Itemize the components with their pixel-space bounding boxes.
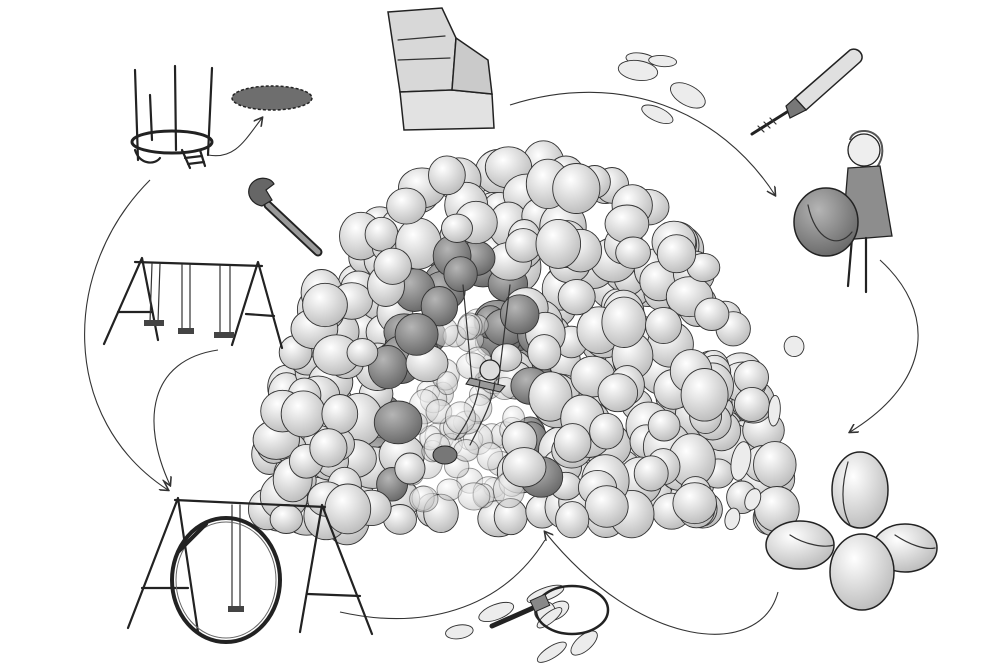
swing-set-icon xyxy=(102,256,284,350)
light-balloon xyxy=(733,386,770,423)
light-balloon xyxy=(445,401,476,435)
light-balloon xyxy=(364,216,399,252)
light-balloon xyxy=(753,441,797,489)
flow-arrow-cluster-to-dome xyxy=(545,532,779,635)
deflated-balloon xyxy=(767,395,781,427)
light-balloon xyxy=(321,394,359,434)
swing-frame-hoop-icon xyxy=(126,496,374,644)
flow-arrow-child-to-cluster xyxy=(850,259,919,432)
light-balloon xyxy=(505,228,542,263)
light-balloon xyxy=(436,371,458,396)
light-balloon xyxy=(589,412,624,450)
light-balloon xyxy=(501,447,547,488)
deflated-balloon xyxy=(478,601,515,623)
light-balloon xyxy=(584,485,629,528)
dark-balloon xyxy=(373,400,423,445)
adjustable-wrench-icon xyxy=(248,177,323,257)
light-balloon xyxy=(386,187,427,225)
light-balloon xyxy=(601,296,647,348)
deflated-balloon xyxy=(670,82,706,109)
child-holding-balloon-icon xyxy=(793,130,893,294)
light-balloon xyxy=(324,483,372,535)
dark-balloon xyxy=(443,256,478,292)
light-balloon xyxy=(615,236,651,269)
light-balloon xyxy=(555,501,590,539)
deflated-balloon xyxy=(783,335,805,358)
flow-arrow-hoop-to-dome xyxy=(339,539,546,620)
light-balloon xyxy=(553,423,592,463)
deflated-balloon xyxy=(617,59,659,81)
flow-arrow-swing-to-hoop xyxy=(153,349,219,485)
light-balloon xyxy=(672,482,717,525)
light-balloon xyxy=(552,163,601,214)
flow-arrow-box-to-child xyxy=(509,91,775,195)
zip-tie-icon xyxy=(489,584,610,636)
light-balloon xyxy=(280,390,326,438)
light-balloon xyxy=(428,155,466,196)
light-balloon xyxy=(557,278,596,316)
deflated-balloon xyxy=(536,607,563,629)
flow-arrows xyxy=(84,91,919,635)
light-balloon xyxy=(302,282,348,328)
deflated-balloon xyxy=(445,624,474,640)
deflated-balloon xyxy=(536,641,567,663)
light-balloon xyxy=(441,213,473,243)
light-balloon xyxy=(453,439,480,462)
balloon-cluster-icon xyxy=(765,451,938,611)
light-balloon xyxy=(604,204,650,244)
light-balloon xyxy=(633,455,669,492)
light-balloon xyxy=(645,306,682,345)
balloon-dome-fort-icon xyxy=(247,140,800,546)
light-balloon xyxy=(647,409,681,442)
dark-balloon xyxy=(499,294,540,335)
deflated-balloon xyxy=(730,441,752,481)
light-balloon xyxy=(680,368,729,422)
deflated-balloon xyxy=(648,54,678,68)
light-balloon xyxy=(528,371,573,422)
flow-arrow-frame-to-mat xyxy=(207,118,262,157)
light-balloon xyxy=(694,297,730,331)
light-balloon xyxy=(269,504,303,534)
trampoline-mat-icon xyxy=(231,85,313,111)
light-balloon xyxy=(535,218,582,269)
dark-balloon xyxy=(420,286,459,327)
light-balloon xyxy=(597,373,639,413)
light-balloon xyxy=(346,338,379,367)
light-balloon xyxy=(394,452,426,485)
balloon-pile-icon xyxy=(445,52,805,663)
flow-arrow-frame-to-hoop xyxy=(84,179,168,490)
light-balloon xyxy=(457,482,491,511)
light-balloon xyxy=(373,247,412,285)
light-balloon xyxy=(527,334,562,371)
cardboard-box-icon xyxy=(387,7,495,131)
light-balloon xyxy=(656,234,697,274)
light-balloon xyxy=(309,428,348,468)
light-balloon xyxy=(490,343,523,372)
light-balloon xyxy=(457,314,480,340)
deflated-balloon xyxy=(744,488,762,511)
deflated-balloon xyxy=(641,104,674,125)
light-balloon xyxy=(409,485,439,513)
deflated-balloon xyxy=(724,507,741,530)
hand-pump-icon xyxy=(750,48,863,136)
deflated-balloon xyxy=(570,630,598,656)
trampoline-frame-icon xyxy=(130,64,214,170)
dark-balloon xyxy=(394,313,439,356)
child-on-swing-icon xyxy=(432,284,511,465)
